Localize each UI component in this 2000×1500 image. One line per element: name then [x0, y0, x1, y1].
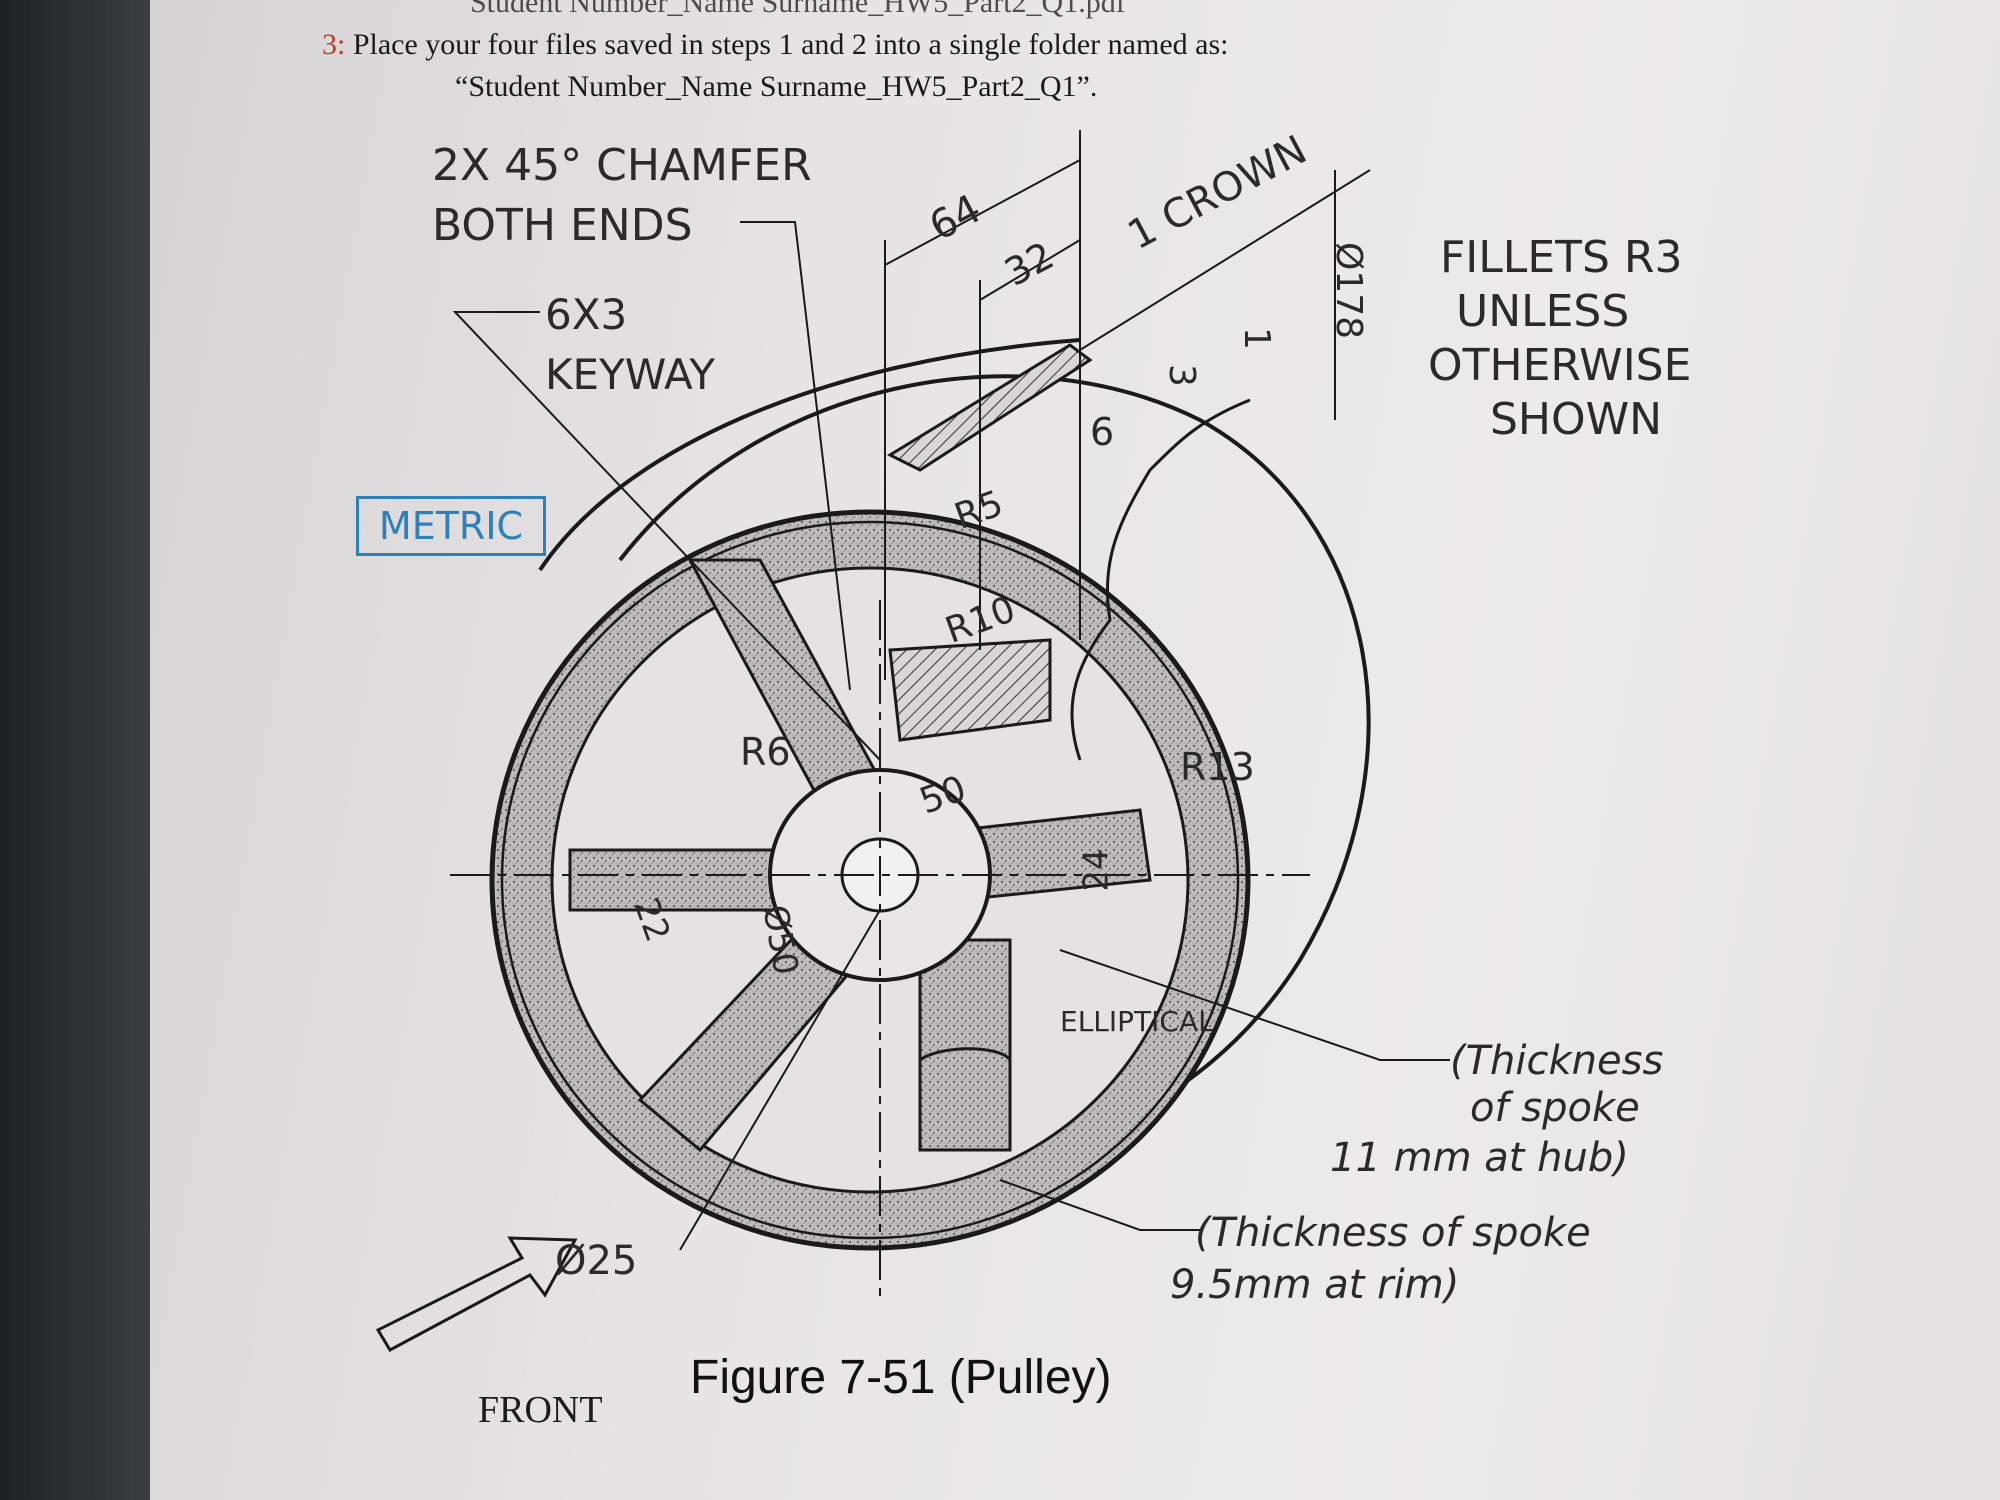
fillets-note-line3: OTHERWISE: [1428, 340, 1692, 391]
fillets-note-line4: SHOWN: [1490, 394, 1663, 445]
chamfer-leader: [740, 221, 851, 691]
rim-top-band: [538, 338, 1081, 572]
cut-off-header: Student Number_Name Surname_HW5_Part2_Q1…: [470, 0, 1126, 19]
r6-label: R6: [740, 730, 791, 774]
rim-thickness-note-line2: 9.5mm at rim): [1170, 1262, 1460, 1308]
dim-1: 1: [1235, 327, 1277, 350]
folder-name: “Student Number_Name Surname_HW5_Part2_Q…: [455, 70, 1098, 103]
front-arrow: [375, 1236, 578, 1352]
hub-note-leader: [1059, 949, 1450, 1061]
fillets-note-line2: UNLESS: [1456, 286, 1630, 337]
dim-24: 24: [1076, 848, 1117, 892]
chamfer-note-line2: BOTH ENDS: [432, 200, 693, 251]
hub-thickness-note-line2: of spoke: [1470, 1085, 1640, 1131]
keyway-note-line2: KEYWAY: [545, 350, 716, 399]
dia-25: Ø25: [555, 1238, 638, 1284]
dia-178: Ø178: [1328, 241, 1370, 340]
dim-line-32: [979, 239, 1081, 301]
elliptical-label: ELLIPTICAL: [1060, 1005, 1214, 1038]
dia-25-leader: [679, 909, 881, 1251]
hub-section: [888, 638, 1052, 742]
chamfer-note-line1: 2X 45° CHAMFER: [432, 140, 812, 191]
front-label: FRONT: [478, 1389, 603, 1431]
break-line: [1070, 398, 1251, 761]
figure-caption: Figure 7-51 (Pulley): [690, 1351, 1112, 1404]
keyway-note-line1: 6X3: [545, 290, 628, 339]
rim-thickness-note-line1: (Thickness of spoke: [1195, 1210, 1591, 1256]
rim-section-top: [886, 343, 1093, 472]
step-3-instruction: 3: Place your four files saved in steps …: [322, 28, 1228, 62]
dim-line-64: [884, 159, 1081, 266]
crown-line: [1079, 169, 1371, 351]
step-number: 3:: [322, 28, 346, 61]
step-text: Place your four files saved in steps 1 a…: [352, 28, 1229, 61]
rim-note-leader: [999, 1179, 1200, 1231]
metric-label: METRIC: [356, 496, 546, 556]
r13-label: R13: [1180, 745, 1255, 789]
dim-3: 3: [1160, 364, 1202, 387]
spoke-lower-section: [918, 1047, 1012, 1152]
monitor-bezel: [0, 0, 150, 1500]
dim-6: 6: [1090, 410, 1115, 454]
fillets-note-line1: FILLETS R3: [1440, 232, 1683, 283]
spoke-left: [568, 848, 802, 912]
rim-front-outer-line2: [500, 520, 1240, 1240]
hub-thickness-note-line3: 11 mm at hub): [1330, 1135, 1629, 1181]
keyway-leader: [452, 311, 881, 761]
hub-thickness-note-line1: (Thickness: [1450, 1038, 1664, 1084]
